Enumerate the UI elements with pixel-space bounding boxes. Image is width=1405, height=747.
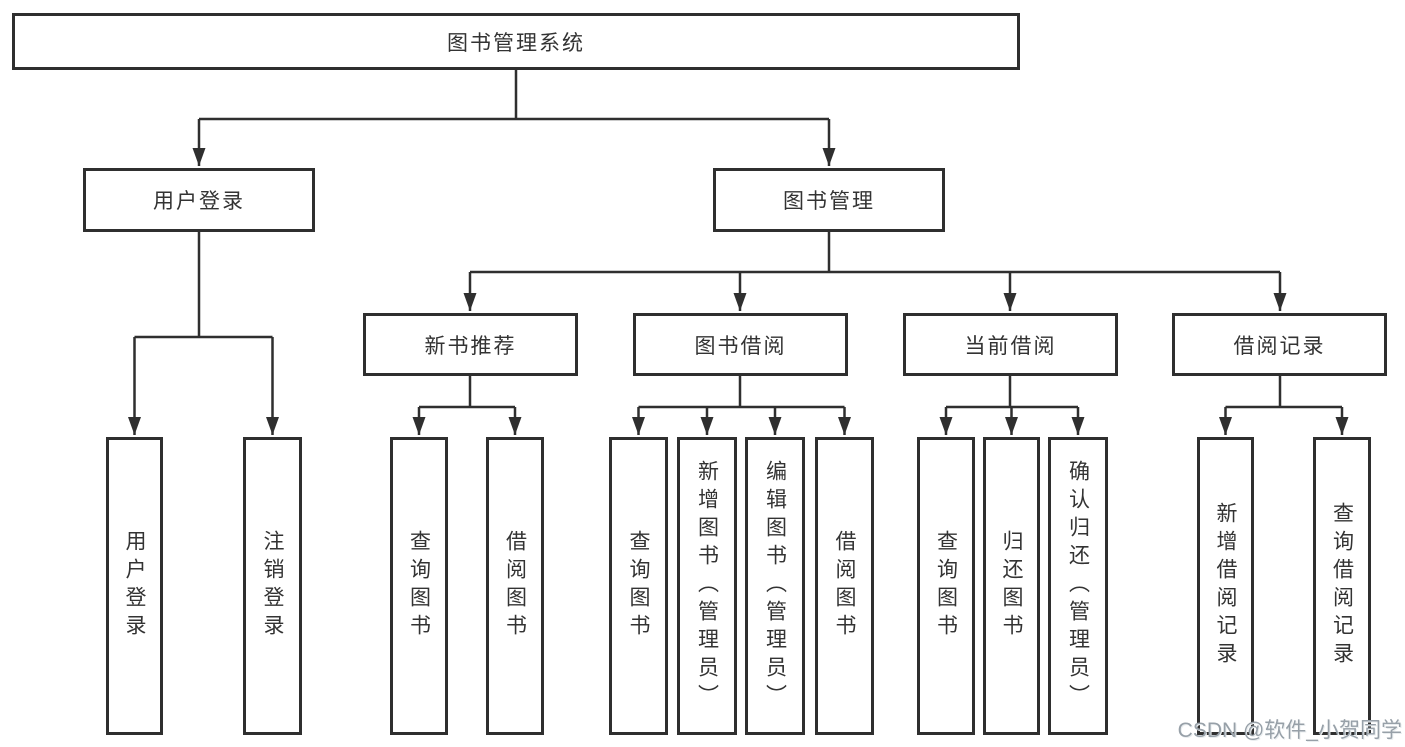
node-root-label: 图书管理系统 bbox=[447, 31, 585, 55]
leaf-bb-edit-books-admin-label: 编辑图书（管理员） bbox=[763, 460, 787, 712]
node-user-login-label: 用户登录 bbox=[153, 190, 245, 213]
node-book-management-label: 图书管理 bbox=[783, 190, 875, 213]
trunk-root-to-level2 bbox=[199, 70, 829, 121]
leaf-cb-confirm-return-admin-label: 确认归还（管理员） bbox=[1066, 460, 1090, 712]
trunk-new-book-recommend-to-leaves bbox=[419, 376, 515, 409]
node-book-borrow: 图书借阅 bbox=[633, 313, 848, 376]
leaf-cb-query-books-label: 查询图书 bbox=[934, 530, 958, 642]
trunk-user-login-to-leaves bbox=[134, 232, 273, 339]
node-current-borrow-label: 当前借阅 bbox=[964, 334, 1057, 358]
node-borrow-records-label: 借阅记录 bbox=[1233, 334, 1326, 358]
node-book-management: 图书管理 bbox=[713, 168, 945, 232]
node-new-book-recommend: 新书推荐 bbox=[363, 313, 578, 376]
leaf-logout-login-label: 注销登录 bbox=[261, 530, 284, 642]
leaf-bb-borrow-books: 借阅图书 bbox=[815, 437, 874, 735]
leaf-nb-query-books-label: 查询图书 bbox=[407, 530, 431, 642]
node-current-borrow: 当前借阅 bbox=[903, 313, 1118, 376]
leaf-cb-confirm-return-admin: 确认归还（管理员） bbox=[1048, 437, 1108, 735]
node-root: 图书管理系统 bbox=[12, 13, 1020, 70]
leaf-bb-query-books-label: 查询图书 bbox=[627, 530, 650, 642]
leaf-logout-login: 注销登录 bbox=[243, 437, 302, 735]
node-borrow-records: 借阅记录 bbox=[1172, 313, 1387, 376]
trunk-borrow-records-to-leaves bbox=[1225, 376, 1342, 409]
leaf-br-add-record-label: 新增借阅记录 bbox=[1214, 502, 1237, 670]
leaf-nb-borrow-books-label: 借阅图书 bbox=[503, 530, 527, 642]
leaf-nb-borrow-books: 借阅图书 bbox=[486, 437, 544, 735]
leaf-cb-return-books: 归还图书 bbox=[983, 437, 1040, 735]
trunk-book-management-to-level3 bbox=[470, 232, 1280, 274]
trunk-book-borrow-to-leaves bbox=[638, 376, 845, 409]
leaf-cb-query-books: 查询图书 bbox=[917, 437, 975, 735]
leaf-cb-return-books-label: 归还图书 bbox=[1000, 530, 1023, 642]
trunk-current-borrow-to-leaves bbox=[946, 376, 1078, 409]
node-new-book-recommend-label: 新书推荐 bbox=[424, 334, 517, 358]
node-book-borrow-label: 图书借阅 bbox=[694, 334, 787, 358]
leaf-bb-query-books: 查询图书 bbox=[609, 437, 668, 735]
leaf-br-add-record: 新增借阅记录 bbox=[1197, 437, 1254, 735]
leaf-br-query-record: 查询借阅记录 bbox=[1313, 437, 1371, 735]
leaf-bb-edit-books-admin: 编辑图书（管理员） bbox=[745, 437, 805, 735]
csdn-watermark: CSDN @软件_小贺同学 bbox=[1177, 719, 1402, 742]
leaf-bb-borrow-books-label: 借阅图书 bbox=[833, 530, 856, 642]
leaf-nb-query-books: 查询图书 bbox=[390, 437, 448, 735]
leaf-user-login-label: 用户登录 bbox=[123, 530, 146, 642]
leaf-br-query-record-label: 查询借阅记录 bbox=[1330, 502, 1354, 670]
leaf-bb-add-books-admin: 新增图书（管理员） bbox=[677, 437, 737, 735]
leaf-bb-add-books-admin-label: 新增图书（管理员） bbox=[695, 460, 719, 712]
node-user-login: 用户登录 bbox=[83, 168, 315, 232]
leaf-user-login: 用户登录 bbox=[106, 437, 163, 735]
